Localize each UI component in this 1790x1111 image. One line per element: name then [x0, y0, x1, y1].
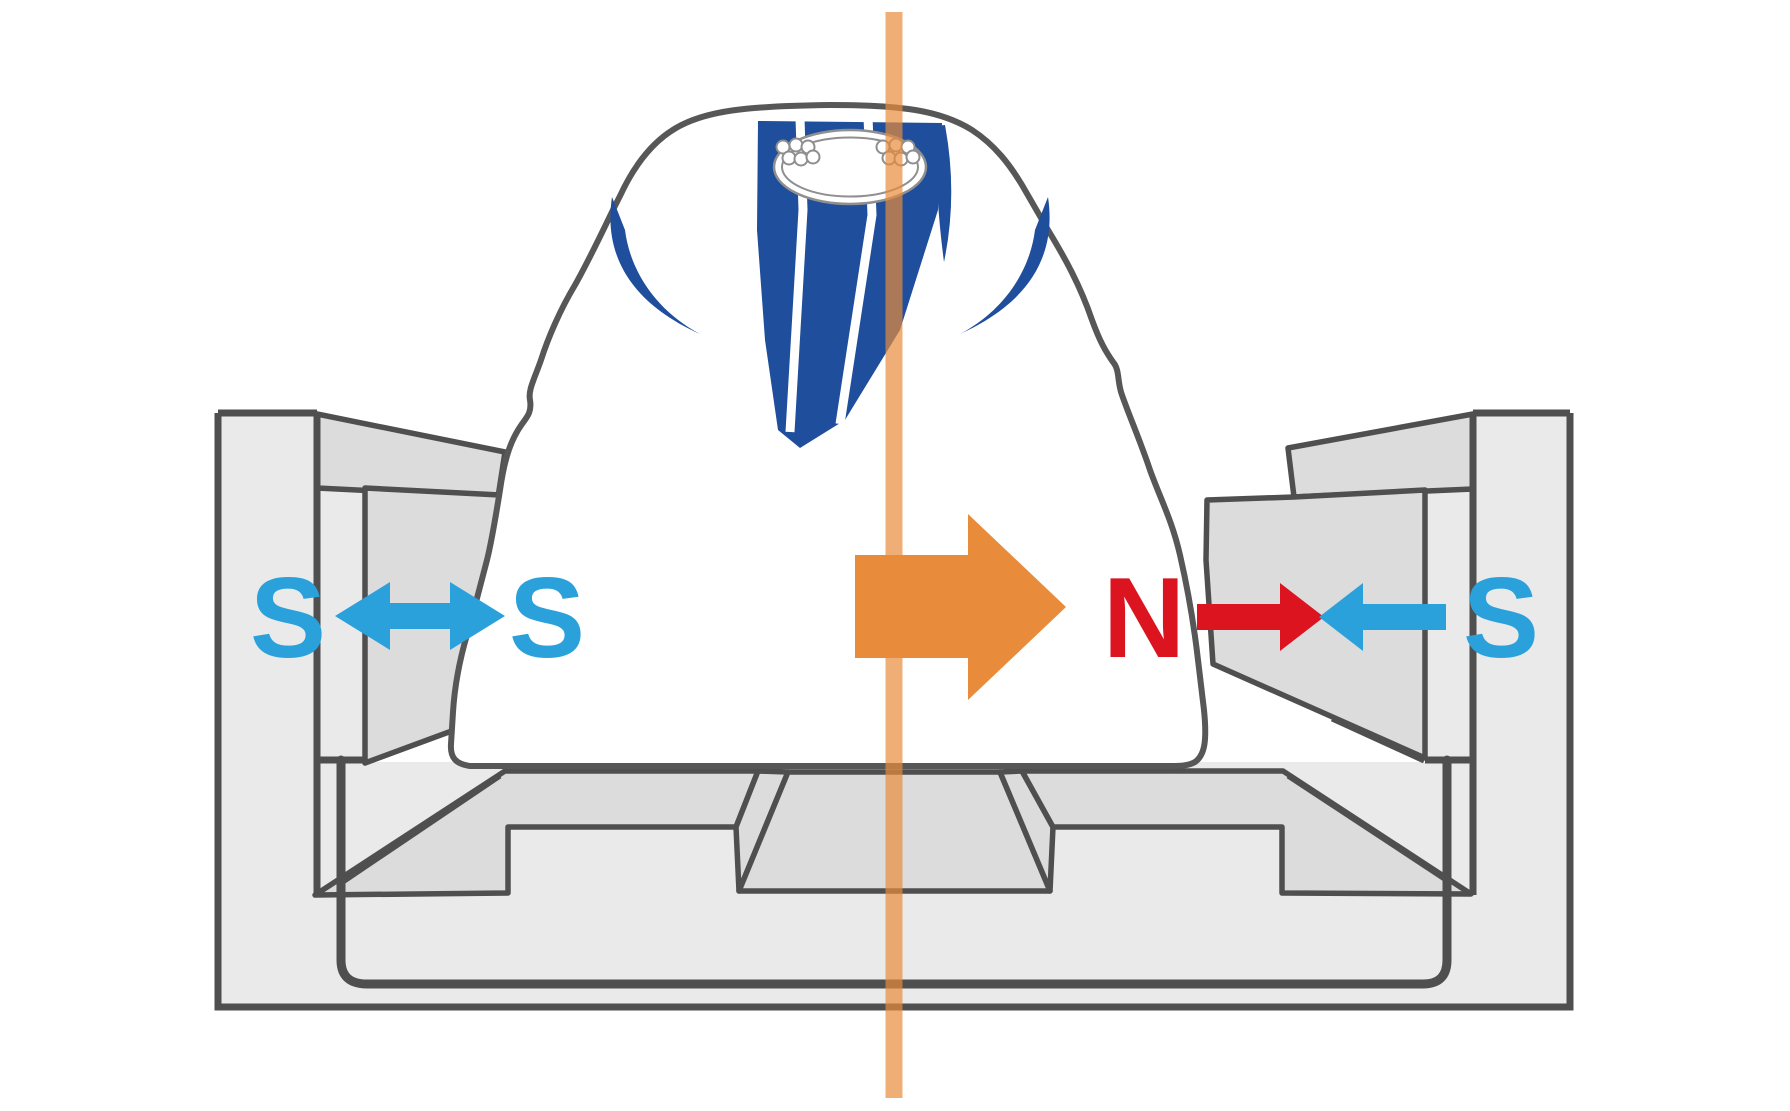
repulsion-double-arrow: [335, 582, 505, 650]
headlight-cluster-left: [775, 137, 821, 167]
left-ramp-edge: [338, 773, 502, 887]
right-shoulder-swoosh: [960, 197, 1050, 334]
pole-label-right-train-n: N: [1103, 555, 1185, 682]
pole-label-left-wall-s: S: [250, 555, 326, 682]
propulsion-direction-arrow: [855, 514, 1066, 700]
right-roof-stripe: [935, 125, 952, 262]
pole-label-left-train-s: S: [509, 555, 585, 682]
track-bed-detail-lines: [338, 773, 1454, 887]
windshield-inner: [781, 136, 919, 198]
right-plinth-surface: [1019, 768, 1474, 897]
attraction-arrow-blue: [1319, 583, 1446, 651]
right-inner-wall-edge: [1330, 716, 1426, 764]
left-shoulder-swoosh: [610, 197, 700, 334]
right-ramp-edge: [1286, 773, 1454, 887]
pole-label-right-wall-s: S: [1463, 555, 1539, 682]
right-inner-wall: [1203, 487, 1428, 761]
attraction-arrow-red: [1197, 583, 1324, 651]
